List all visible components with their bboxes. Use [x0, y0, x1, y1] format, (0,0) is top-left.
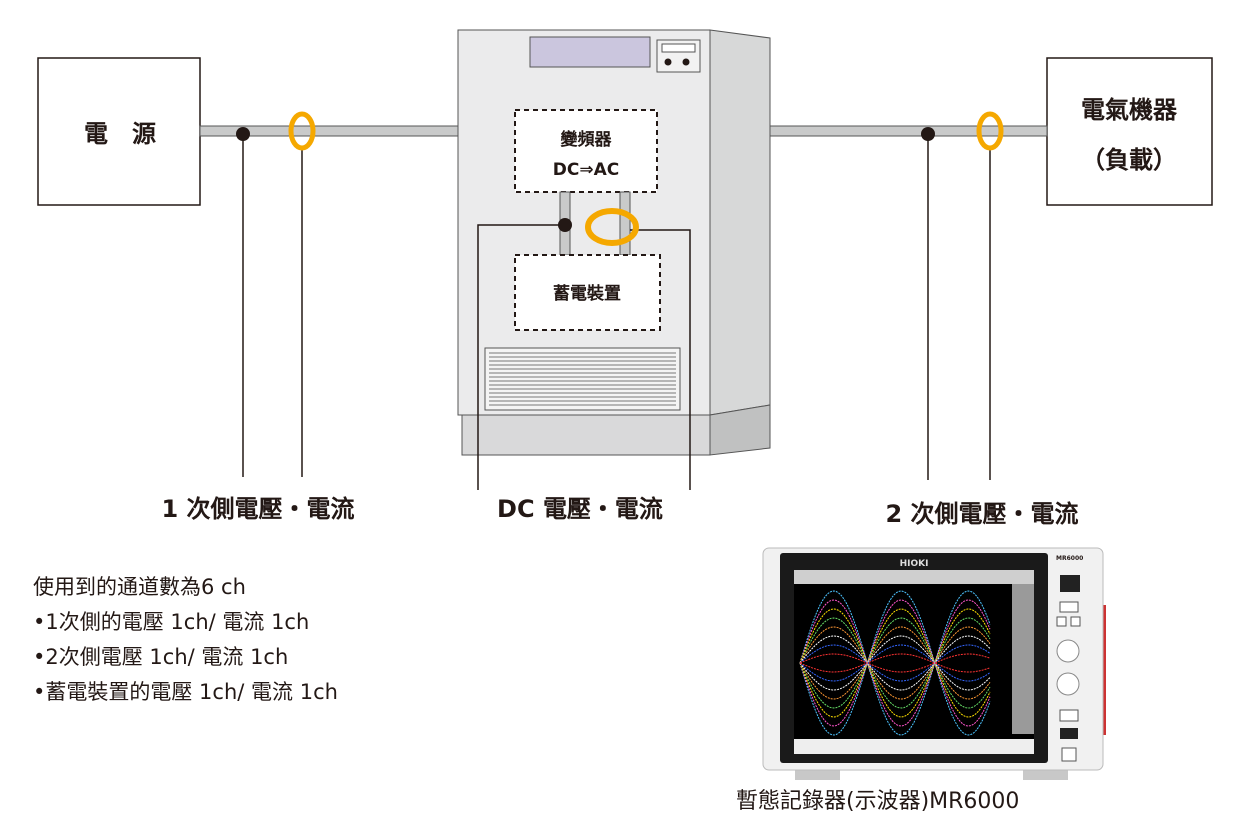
voltage-probe-point-secondary — [921, 127, 935, 141]
note-item: •蓄電裝置的電壓 1ch/ 電流 1ch — [33, 680, 338, 704]
screen-waveform — [799, 617, 991, 709]
mr6000-recorder: HIOKI MR6000 — [762, 547, 1106, 780]
screen-waveform — [799, 635, 991, 691]
screen-waveform — [799, 635, 991, 691]
inverter-conversion: DC⇒AC — [553, 160, 619, 180]
measurement-leads — [242, 134, 991, 490]
vent-grill — [484, 347, 681, 411]
cabinet-display — [529, 36, 651, 68]
screen-waveform — [799, 653, 991, 673]
note-item: •1次側的電壓 1ch/ 電流 1ch — [33, 610, 310, 634]
screen-waveform — [799, 599, 991, 727]
screen-waveform — [799, 626, 991, 700]
inverter-box — [514, 109, 658, 193]
note-item: •2次側電壓 1ch/ 電流 1ch — [33, 645, 289, 669]
voltage-probe-point-primary — [236, 127, 250, 141]
instrument-model-badge: MR6000 — [1056, 555, 1083, 562]
instrument-brand: HIOKI — [900, 559, 929, 569]
load-label-1: 電氣機器 — [1081, 96, 1178, 124]
voltage-probe-point-dc — [558, 218, 572, 232]
dc-measurement-label: DC 電壓・電流 — [497, 495, 663, 523]
screen-waveform — [799, 608, 991, 718]
screen-waveform — [799, 644, 991, 682]
instrument-caption: 暫態記錄器(示波器)MR6000 — [736, 789, 1020, 814]
power-source-label: 電 源 — [84, 120, 156, 148]
screen-waveform — [799, 590, 991, 736]
screen-waveform — [799, 617, 991, 709]
inverter-label: 變頻器 — [561, 129, 613, 150]
current-clamp-primary — [288, 111, 316, 151]
load-label-2: （負載） — [1081, 146, 1177, 174]
screen-waveform — [799, 626, 991, 700]
screen-waveform — [799, 653, 991, 673]
screen-waveform — [799, 644, 991, 682]
secondary-measurement-label: 2 次側電壓・電流 — [885, 500, 1078, 528]
screen-waveform — [799, 608, 991, 718]
instrument-screen — [794, 570, 1034, 754]
power-conditioner-cabinet — [457, 29, 771, 456]
battery-label: 蓄電裝置 — [553, 283, 621, 304]
power-source-box — [37, 57, 201, 206]
screen-waveform — [799, 599, 991, 727]
current-clamp-secondary — [976, 111, 1004, 151]
battery-box — [514, 254, 661, 331]
load-box — [1046, 57, 1213, 206]
channel-notes: 使用到的通道數為6 ch •1次側的電壓 1ch/ 電流 1ch •2次側電壓 … — [33, 570, 338, 710]
notes-heading: 使用到的通道數為6 ch — [33, 575, 246, 599]
screen-waveform — [799, 590, 991, 736]
current-clamp-dc — [585, 208, 639, 246]
instrument-knob — [1056, 639, 1080, 663]
primary-measurement-label: 1 次側電壓・電流 — [161, 495, 354, 523]
instrument-knob — [1056, 672, 1080, 696]
secondary-power-line — [769, 125, 1048, 137]
